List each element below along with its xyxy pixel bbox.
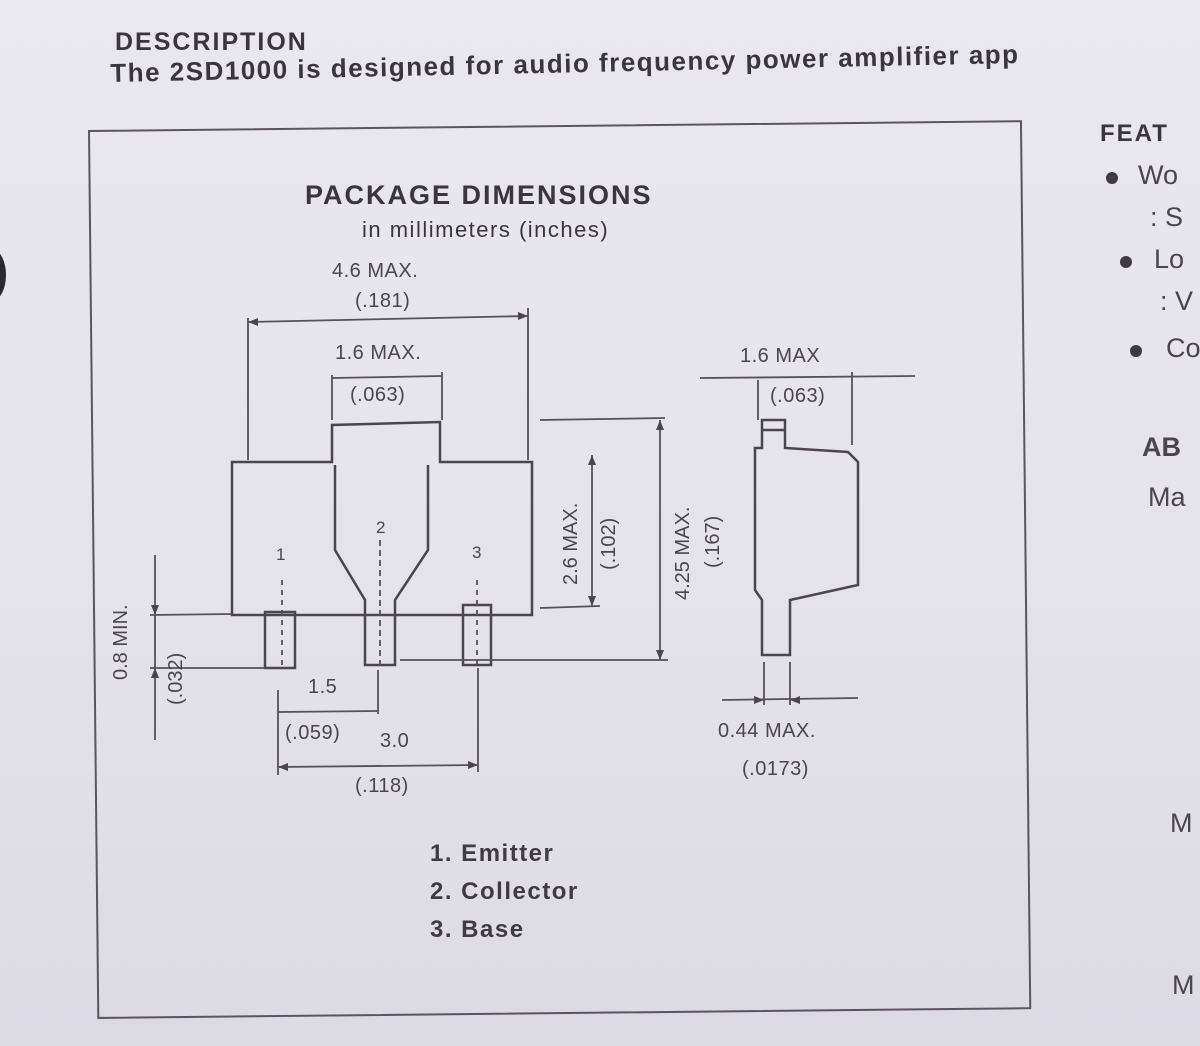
total-height-in-label: (.167) <box>702 515 724 568</box>
feature-line-1: Wo <box>1138 160 1179 190</box>
feature-line-5: Co <box>1166 333 1200 363</box>
pin-3-number: 3 <box>472 543 482 562</box>
lead-length-mm-label: 0.8 MIN. <box>110 604 132 680</box>
tab-in-label: (.063) <box>350 384 406 406</box>
bullet-icon <box>1120 256 1132 268</box>
ratings-m2: M <box>1172 970 1195 1000</box>
pin-2-number: 2 <box>376 518 386 537</box>
page-edge-shadow <box>0 250 6 300</box>
feature-line-4: : V <box>1160 286 1194 316</box>
body-height-in-label: (.102) <box>598 517 620 570</box>
thickness-in-label: (.0173) <box>742 758 809 780</box>
package-title: PACKAGE DIMENSIONS <box>305 180 653 210</box>
pin-1-lead <box>263 610 297 670</box>
body-height-mm-label: 2.6 MAX. <box>560 502 582 585</box>
collector-tab-outline <box>333 465 430 667</box>
lead-length-in-label: (.032) <box>165 652 187 705</box>
bullet-icon <box>1106 172 1118 184</box>
pin-1-number: 1 <box>276 545 286 564</box>
ratings-line: Ma <box>1148 482 1186 512</box>
legend-emitter: 1. Emitter <box>430 840 555 867</box>
ratings-m1: M <box>1170 808 1193 838</box>
features-heading: FEAT <box>1100 120 1169 147</box>
feature-line-3: Lo <box>1154 244 1185 274</box>
bullet-icon <box>1130 345 1142 357</box>
side-view-outline <box>753 418 860 657</box>
description-heading: DESCRIPTION <box>115 28 308 56</box>
side-tab-in-label: (.063) <box>770 385 826 407</box>
pitch-mm-label: 1.5 <box>308 676 338 698</box>
tab-mm-label: 1.6 MAX. <box>335 342 422 364</box>
package-subtitle: in millimeters (inches) <box>362 217 610 242</box>
ratings-heading: AB <box>1142 432 1181 462</box>
width-mm-label: 4.6 MAX. <box>332 260 419 282</box>
legend-collector: 2. Collector <box>430 878 579 905</box>
total-height-mm-label: 4.25 MAX. <box>672 506 694 600</box>
span-mm-label: 3.0 <box>380 730 410 752</box>
legend-base: 3. Base <box>430 916 525 943</box>
thickness-mm-label: 0.44 MAX. <box>718 720 816 742</box>
package-body-outline <box>230 420 534 617</box>
pin-legend: 1. Emitter 2. Collector 3. Base <box>430 835 579 949</box>
span-in-label: (.118) <box>355 775 409 797</box>
width-in-label: (.181) <box>355 290 411 312</box>
pitch-in-label: (.059) <box>285 722 341 744</box>
side-tab-mm-label: 1.6 MAX <box>740 345 821 367</box>
feature-line-2: : S <box>1150 202 1184 232</box>
